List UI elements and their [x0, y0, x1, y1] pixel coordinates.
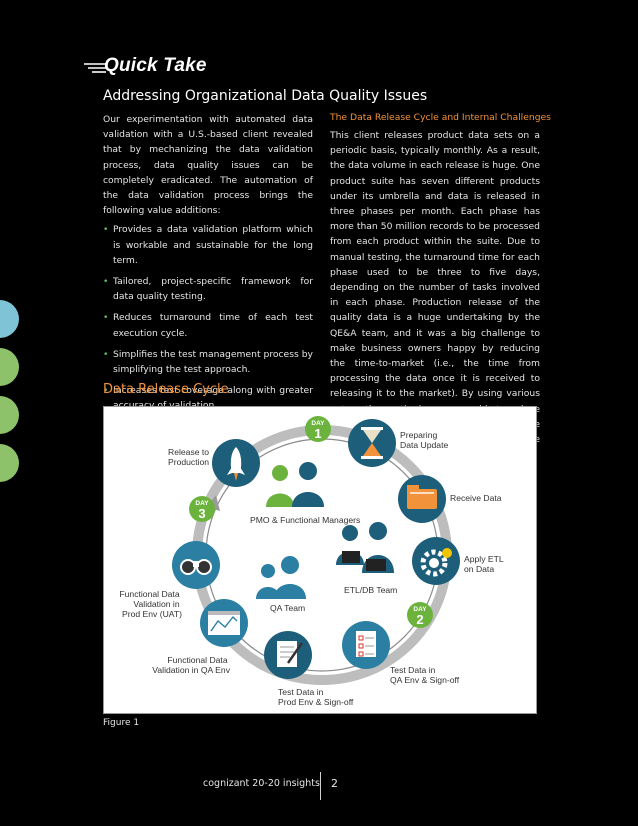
cycle-diagram-svg: DAY 1 DAY 2 DAY 3	[119, 416, 506, 707]
pmo-team-icon	[266, 462, 324, 507]
team-label-pmo: PMO & Functional Managers	[250, 515, 360, 525]
etl-team-icon	[336, 522, 394, 573]
page-number: 2	[331, 777, 338, 790]
step-label-preparing: Preparing Data Update	[400, 430, 448, 450]
svg-text:DAY: DAY	[311, 420, 325, 427]
page-title: Addressing Organizational Data Quality I…	[103, 88, 428, 104]
step-label-receive: Receive Data	[450, 493, 502, 503]
step-label-release: Release to Production	[168, 447, 211, 467]
intro-paragraph: Our experimentation with automated data …	[103, 114, 313, 217]
side-dot-green-2	[0, 396, 19, 434]
document-pen-icon	[264, 631, 312, 679]
hourglass-icon	[348, 419, 396, 467]
list-item: •Increases test coverage along with grea…	[103, 385, 313, 411]
left-column: Our experimentation with automated data …	[103, 112, 313, 420]
team-label-qa: QA Team	[270, 603, 305, 613]
checklist-icon	[342, 621, 390, 669]
folder-icon	[398, 475, 446, 523]
rocket-icon	[212, 439, 260, 487]
brand-logo: Quick Take	[104, 55, 207, 76]
svg-text:3: 3	[198, 506, 205, 521]
svg-text:DAY: DAY	[195, 500, 209, 507]
svg-text:DAY: DAY	[413, 606, 427, 613]
right-column-body: This client releases product data sets o…	[330, 130, 540, 460]
step-label-test-qa: Test Data in QA Env & Sign-off	[390, 665, 460, 685]
team-label-etl: ETL/DB Team	[344, 585, 397, 595]
list-item: •Tailored, project-specific framework fo…	[103, 276, 313, 303]
figure-caption: Figure 1	[103, 718, 140, 728]
list-item: •Provides a data validation platform whi…	[103, 224, 313, 266]
day-3-badge: DAY 3	[189, 496, 215, 522]
list-item: •Reduces turnaround time of each test ex…	[103, 312, 313, 339]
step-label-apply: Apply ETL on Data	[464, 554, 506, 574]
data-release-cycle-diagram: DAY 1 DAY 2 DAY 3	[103, 406, 537, 714]
side-dot-blue	[0, 300, 19, 338]
step-label-func-prod: Functional Data Validation in Prod Env (…	[119, 589, 182, 619]
step-label-test-prod: Test Data in Prod Env & Sign-off	[278, 687, 354, 707]
binoculars-icon	[172, 541, 220, 589]
side-dot-green-3	[0, 444, 19, 482]
list-item: •Simplifies the test management process …	[103, 348, 313, 376]
qa-team-icon	[256, 556, 306, 599]
section-subtitle: The Data Release Cycle and Internal Chal…	[330, 112, 551, 123]
benefit-list: •Provides a data validation platform whi…	[103, 222, 313, 413]
footer-publication: cognizant 20-20 insights	[203, 778, 320, 789]
quick-take-logo-lines	[84, 63, 106, 73]
figure-heading: Data Release Cycle	[103, 382, 229, 397]
footer-divider	[320, 772, 321, 800]
step-label-func-qa: Functional Data Validation in QA Env	[152, 655, 230, 675]
browser-chart-icon	[200, 599, 248, 647]
svg-text:1: 1	[314, 426, 321, 441]
day-2-badge: DAY 2	[407, 602, 433, 628]
gear-icon	[412, 537, 460, 585]
side-dot-green-1	[0, 348, 19, 386]
svg-text:2: 2	[416, 612, 423, 627]
day-1-badge: DAY 1	[305, 416, 331, 442]
